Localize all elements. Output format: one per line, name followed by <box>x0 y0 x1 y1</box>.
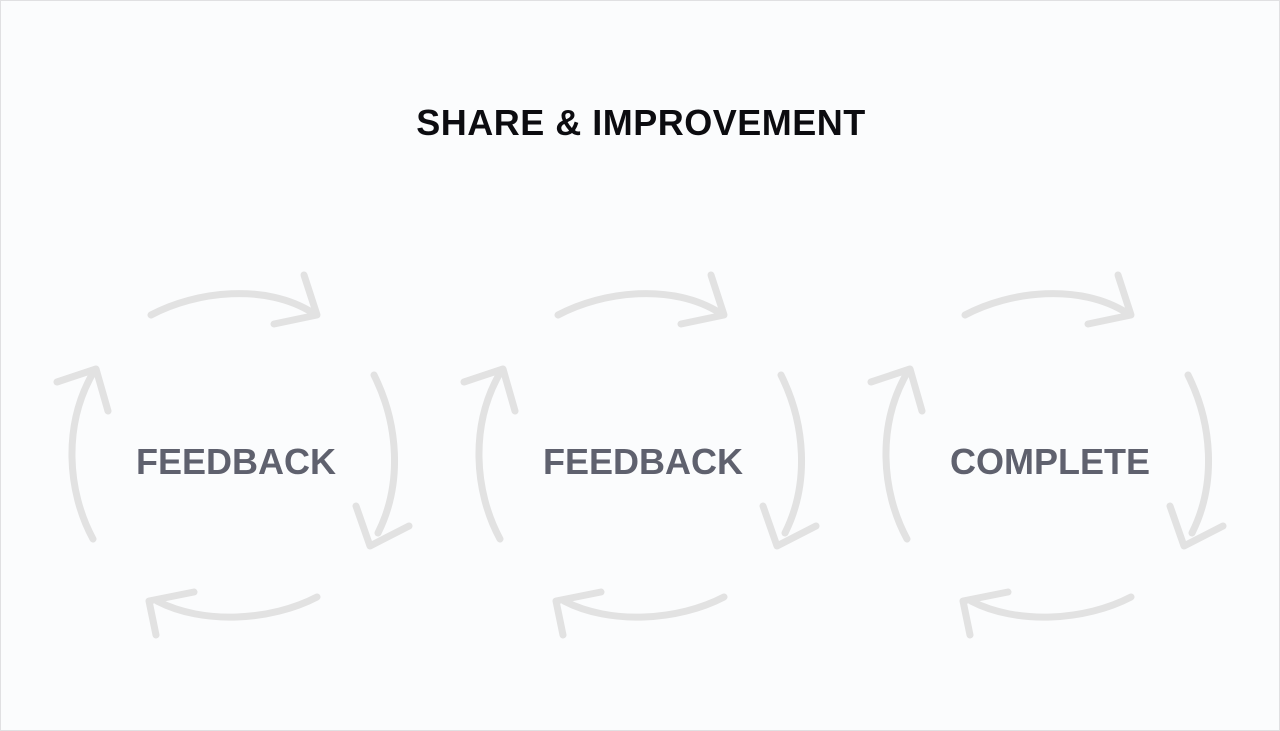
cycle-arrowhead-right <box>1166 502 1227 550</box>
cycle-arrow-right <box>370 371 398 537</box>
cycle-arrow-left <box>68 369 97 543</box>
cycle-arrowhead-top <box>677 271 728 328</box>
cycle-arrowhead-top <box>270 271 321 328</box>
cycle-1: FEEDBACK <box>51 263 421 653</box>
cycle-arrow-bottom <box>967 593 1135 621</box>
cycle-arrow-right <box>1184 371 1212 537</box>
cycle-arrowhead-top <box>1084 271 1135 328</box>
cycle-arrowhead-bottom <box>959 588 1012 639</box>
cycle-arrow-bottom <box>560 593 728 621</box>
cycle-label: COMPLETE <box>949 441 1150 482</box>
cycle-label: FEEDBACK <box>135 441 336 482</box>
diagram-title: SHARE & IMPROVEMENT <box>416 102 866 143</box>
cycle-arrow-top <box>147 290 317 319</box>
cycle-arrowhead-left <box>53 365 112 415</box>
cycle-arrow-right <box>777 371 805 537</box>
cycle-arrows <box>53 271 413 639</box>
cycle-2: FEEDBACK <box>458 263 828 653</box>
cycle-arrowhead-right <box>352 502 413 550</box>
cycle-arrowhead-left <box>460 365 519 415</box>
cycle-arrows <box>460 271 820 639</box>
cycle-arrows <box>867 271 1227 639</box>
cycle-arrowhead-bottom <box>145 588 198 639</box>
cycle-arrowhead-right <box>759 502 820 550</box>
cycle-3: COMPLETE <box>865 263 1235 653</box>
cycle-label: FEEDBACK <box>542 441 743 482</box>
cycle-arrow-top <box>961 290 1131 319</box>
cycle-arrowhead-bottom <box>552 588 605 639</box>
cycle-arrowhead-left <box>867 365 926 415</box>
cycle-arrow-left <box>882 369 911 543</box>
cycle-arrow-left <box>475 369 504 543</box>
cycle-arrow-top <box>554 290 724 319</box>
cycle-arrow-bottom <box>153 593 321 621</box>
